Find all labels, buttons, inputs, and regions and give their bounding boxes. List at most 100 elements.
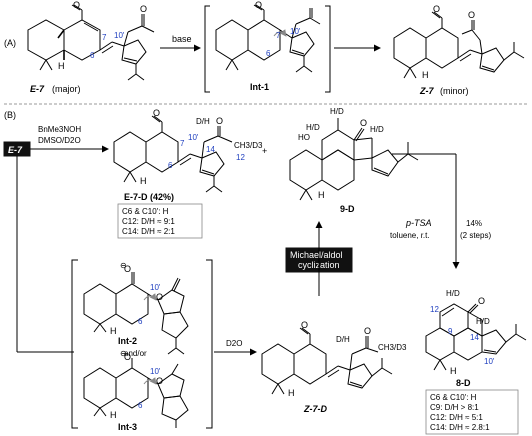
e7d-n7: 7 [180, 139, 185, 148]
e7-name: E-7 [30, 84, 45, 94]
int3-h-label: H [110, 410, 117, 420]
z7-note: (minor) [440, 86, 469, 96]
int2-ring-o: O [156, 292, 163, 302]
e7-oxygen: O [73, 0, 80, 10]
z7-name: Z-7 [419, 86, 434, 96]
reagent-1: BnMe3NOH [38, 125, 81, 134]
8d-n14: 14 [470, 333, 479, 342]
8d-box-line-2: C9: D/H > 8:1 [430, 403, 479, 412]
molecule-e7 [27, 4, 155, 81]
int3-charge: ⊖ [120, 349, 127, 358]
e7d-box-line-2: C12: D/H ≈ 9:1 [122, 217, 175, 226]
9d-ho: HO [298, 133, 310, 142]
molecule-z7 [393, 11, 525, 79]
molecule-int1 [215, 4, 321, 73]
e7-h-label: H [58, 61, 65, 71]
int1-oxygen: O [255, 0, 262, 10]
8d-n10: 10' [484, 357, 495, 366]
z7-ketone-oxygen: O [468, 10, 475, 20]
e7d-n6: 6 [168, 161, 173, 170]
base-label: base [172, 34, 192, 44]
and-or: and/or [124, 349, 147, 358]
acid-reagent: p-TSA [405, 218, 432, 228]
8d-box-line-1: C6 & C10': H [430, 393, 477, 402]
e7d-n12: 12 [236, 153, 245, 162]
8d-hd2: H/D [476, 317, 490, 326]
e7d-dh: D/H [196, 117, 210, 126]
e7d-box-line-3: C14: D/H ≈ 2:1 [122, 227, 175, 236]
8d-name: 8-D [456, 378, 471, 388]
molecule-int3 [83, 358, 189, 428]
9d-name: 9-D [340, 204, 355, 214]
int1-bracket-left [204, 5, 210, 93]
e7d-n14: 14 [206, 145, 215, 154]
9d-hd2: H/D [306, 123, 320, 132]
z7d-name: Z-7-D [303, 404, 327, 414]
8d-n9: 9 [448, 327, 453, 336]
z7d-h-label: H [288, 388, 295, 398]
d2o-label: D2O [226, 339, 242, 348]
e7d-n10: 10' [188, 133, 199, 142]
e7d-name: E-7-D (42%) [124, 192, 174, 202]
e7d-ratio-box [117, 203, 203, 239]
e7-num7: 7 [102, 33, 107, 42]
e7d-h-label: H [140, 176, 147, 186]
int1-num7: 7 [276, 31, 281, 40]
9d-hd1: H/D [330, 107, 344, 116]
z7d-methyl: CH3/D3 [378, 343, 407, 352]
int-bracket-right [206, 259, 213, 429]
panel-b-label: (B) [4, 110, 16, 120]
e7d-methyl: CH3/D3 [234, 141, 263, 150]
9d-oxygen: O [360, 118, 367, 128]
z7d-ketone-oxygen: O [364, 326, 371, 336]
8d-h-label: H [450, 366, 457, 376]
e7-ketone-oxygen: O [140, 4, 147, 14]
int3-name: Int-3 [118, 422, 137, 432]
int3-ring-o: O [156, 376, 163, 386]
reagent-2: DMSO/D2O [38, 136, 81, 145]
z7d-dh: D/H [336, 335, 350, 344]
acid-steps: (2 steps) [460, 231, 491, 240]
int2-name: Int-2 [118, 336, 137, 346]
int1-num10: 10' [290, 27, 301, 36]
int3-n6: 6 [138, 401, 143, 410]
start-e7-label: E-7 [8, 145, 23, 155]
acid-yield: 14% [466, 219, 482, 228]
int1-bracket-right [325, 5, 331, 93]
michael-line-1: Michael/aldol [290, 250, 343, 260]
int2-h-label: H [110, 326, 117, 336]
e7-num10: 10' [114, 31, 125, 40]
8d-oxygen: O [478, 296, 485, 306]
e7-num6: 6 [90, 51, 95, 60]
molecule-9d [289, 118, 419, 201]
e7d-oxygen: O [153, 108, 160, 118]
e7-note: (major) [52, 84, 81, 94]
int2-n6: 6 [138, 317, 143, 326]
int1-num6: 6 [266, 49, 271, 58]
z7d-oxygen: O [301, 320, 308, 330]
z7-h-label: H [422, 70, 429, 80]
int1-name: Int-1 [250, 82, 269, 92]
8d-hd1: H/D [446, 289, 460, 298]
z7-oxygen: O [433, 4, 440, 14]
8d-box-line-3: C12: D/H ≈ 5:1 [430, 413, 483, 422]
molecule-e7d [113, 115, 233, 193]
8d-n12: 12 [430, 305, 439, 314]
panel-a-label: (A) [4, 38, 16, 48]
int-bracket-left [71, 259, 78, 429]
9d-h-label: H [318, 190, 325, 200]
molecule-8d [425, 303, 527, 371]
molecule-z7d [261, 327, 393, 395]
9d-hd3: H/D [370, 125, 384, 134]
int3-oxide: O [124, 352, 131, 362]
e7d-box-line-1: C6 & C10': H [122, 207, 169, 216]
8d-box-line-4: C14: D/H ≈ 2.8:1 [430, 423, 490, 432]
int3-n10: 10' [150, 367, 161, 376]
8d-ratio-box [425, 389, 519, 435]
e7d-ketone-oxygen: O [216, 116, 223, 126]
int2-oxide: O [124, 264, 131, 274]
int2-n10: 10' [150, 283, 161, 292]
plus-sign: + [262, 146, 267, 156]
molecule-int2 [83, 272, 189, 355]
